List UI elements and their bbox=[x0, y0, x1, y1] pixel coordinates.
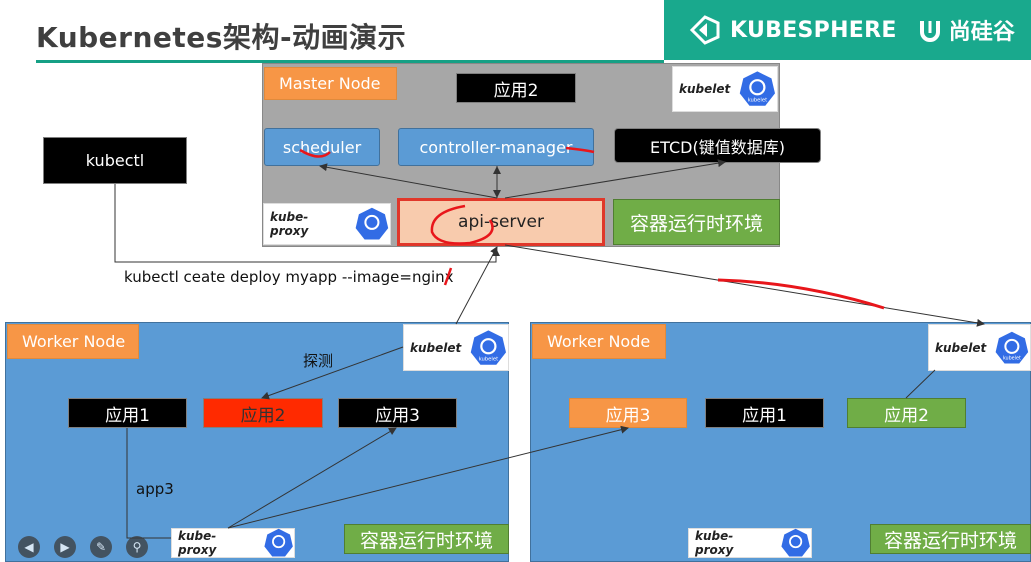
worker2-app3: 应用3 bbox=[569, 398, 687, 428]
kubernetes-icon: kubelet bbox=[740, 71, 776, 106]
worker2-app1: 应用1 bbox=[705, 398, 824, 428]
master-node-label: Master Node bbox=[264, 67, 397, 100]
worker1-app3: 应用3 bbox=[338, 398, 457, 428]
kubernetes-icon bbox=[264, 528, 293, 557]
kubernetes-icon: kubelet bbox=[471, 329, 507, 365]
probe-label: 探测 bbox=[303, 352, 334, 370]
atguigu-logo-icon bbox=[919, 21, 940, 42]
annotation-underline bbox=[717, 278, 885, 310]
kubectl-box: kubectl bbox=[43, 137, 187, 184]
worker2-label: Worker Node bbox=[532, 324, 666, 359]
kubernetes-icon bbox=[355, 207, 389, 240]
api-server: api-server bbox=[397, 198, 605, 246]
kubernetes-icon bbox=[781, 528, 810, 557]
worker1-app2: 应用2 bbox=[203, 398, 323, 428]
kube-proxy-label: kube-proxy bbox=[695, 529, 734, 557]
svg-text:kubelet: kubelet bbox=[748, 97, 768, 103]
brand-banner: KUBESPHERE 尚硅谷 bbox=[664, 0, 1031, 60]
pen-icon[interactable]: ✎ bbox=[90, 536, 112, 558]
worker2-container-runtime: 容器运行时环境 bbox=[870, 524, 1031, 554]
kubelet-label: kubelet bbox=[679, 82, 731, 96]
kubesphere-logo-icon bbox=[689, 15, 720, 45]
master-app2: 应用2 bbox=[456, 73, 576, 103]
worker1-label: Worker Node bbox=[7, 324, 139, 359]
slide-toolbar: ◀ ▶ ✎ ⚲ bbox=[18, 536, 148, 558]
kubelet-label: kubelet bbox=[935, 340, 987, 355]
kubelet-label: kubelet bbox=[410, 340, 462, 355]
brand-name: KUBESPHERE bbox=[730, 17, 897, 43]
master-container-runtime: 容器运行时环境 bbox=[613, 199, 780, 245]
svg-text:kubelet: kubelet bbox=[479, 356, 499, 362]
worker2-kube-proxy: kube-proxy bbox=[688, 528, 812, 558]
scheduler: scheduler bbox=[264, 128, 380, 166]
previous-icon[interactable]: ◀ bbox=[18, 536, 40, 558]
brand-name-cn: 尚硅谷 bbox=[948, 20, 1015, 45]
worker1-kubelet-to-api-connector bbox=[455, 246, 498, 325]
worker1-container-runtime: 容器运行时环境 bbox=[344, 524, 509, 554]
kube-proxy-label: kube-proxy bbox=[270, 210, 309, 238]
worker2-kubelet: kubelet kubelet bbox=[928, 324, 1031, 371]
master-kubelet: kubelet kubelet bbox=[672, 66, 778, 112]
kubernetes-icon: kubelet bbox=[995, 331, 1029, 363]
zoom-icon[interactable]: ⚲ bbox=[126, 536, 148, 558]
kubectl-command: kubectl ceate deploy myapp --image=nginx bbox=[124, 268, 454, 286]
worker1-kubelet: kubelet kubelet bbox=[403, 324, 509, 371]
etcd: ETCD(键值数据库) bbox=[614, 128, 821, 163]
controller-manager: controller-manager bbox=[398, 128, 594, 166]
app3-label: app3 bbox=[136, 480, 174, 498]
next-icon[interactable]: ▶ bbox=[54, 536, 76, 558]
worker2-app2: 应用2 bbox=[847, 398, 966, 428]
page-title: Kubernetes架构-动画演示 bbox=[36, 21, 407, 54]
title-underline bbox=[36, 60, 664, 63]
worker1-kube-proxy: kube-proxy bbox=[171, 528, 295, 558]
api-to-worker2-kubelet-connector bbox=[504, 244, 985, 327]
master-kube-proxy: kube-proxy bbox=[263, 203, 391, 245]
worker1-app1: 应用1 bbox=[68, 398, 187, 428]
kube-proxy-label: kube-proxy bbox=[178, 529, 217, 557]
svg-text:kubelet: kubelet bbox=[1003, 355, 1021, 361]
